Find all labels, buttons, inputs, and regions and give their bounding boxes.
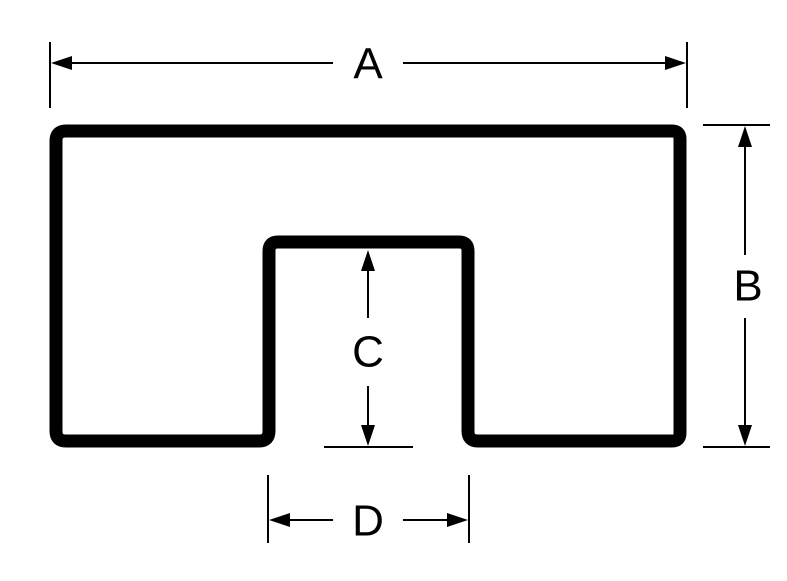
dimension-c: C — [324, 250, 413, 448]
dimension-c-label: C — [352, 328, 384, 377]
dimension-b: B — [703, 124, 770, 448]
dimension-d-label: D — [352, 497, 384, 546]
dimension-a-label: A — [353, 40, 383, 89]
dimension-d-arrow-right — [447, 513, 468, 527]
dimension-d-arrow-left — [269, 513, 290, 527]
dimension-b-arrow-top — [738, 126, 752, 147]
dimension-a-arrow-left — [51, 56, 72, 70]
dimension-b-label: B — [733, 262, 762, 311]
channel-profile — [49, 124, 687, 448]
dimension-c-arrow-top — [361, 250, 375, 271]
dimension-b-arrow-bottom — [738, 425, 752, 446]
dimension-a: A — [49, 40, 688, 108]
dimension-a-arrow-right — [665, 56, 686, 70]
dimension-d: D — [267, 475, 470, 546]
dimension-c-arrow-bottom — [361, 425, 375, 446]
